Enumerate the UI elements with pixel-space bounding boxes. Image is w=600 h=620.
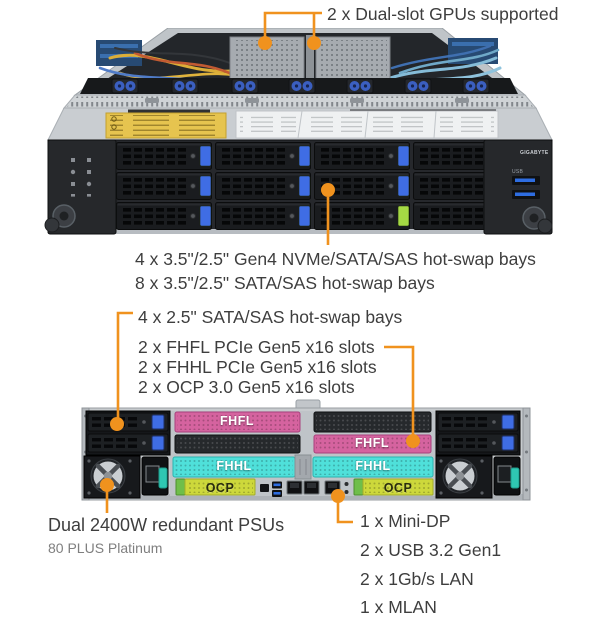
front-bays-note: 4 x 3.5"/2.5" Gen4 NVMe/SATA/SAS hot-swa… [135, 248, 536, 295]
gpu-support-note: 2 x Dual-slot GPUs supported [327, 4, 559, 24]
expansion-slots-note: 2 x FHFL PCIe Gen5 x16 slots 2 x FHHL PC… [138, 337, 377, 397]
psu-subtitle: 80 PLUS Platinum [48, 540, 163, 556]
fhfl-slot-left [174, 411, 301, 433]
lan-ports [286, 480, 320, 495]
left-rack-ear [44, 139, 117, 235]
right-rack-ear [483, 139, 553, 235]
fhfl-label-right: FHFL [355, 436, 389, 450]
caution-sticker [105, 112, 227, 139]
ocp-slot-left [175, 478, 256, 496]
front-led-indicators [70, 158, 92, 197]
chassis-vent-strip [62, 94, 538, 109]
mini-dp-line: 1 x Mini-DP [360, 511, 451, 531]
id-button [344, 482, 349, 486]
front-face [44, 139, 553, 235]
brand-logo: GIGABYTE [520, 150, 549, 156]
usb-port-label: USB [512, 169, 524, 175]
ocp-slot-right [353, 478, 434, 496]
callout-line-io [336, 502, 353, 524]
empty-slot-right-top [313, 411, 432, 433]
psu-right [436, 456, 521, 498]
center-divider [294, 454, 312, 480]
fan-row [80, 78, 518, 94]
front-bays-line2: 8 x 3.5"/2.5" SATA/SAS hot-swap bays [135, 272, 435, 293]
fhhl-slot-left [172, 456, 296, 478]
mlan-port [324, 480, 341, 495]
ocp-label-right: OCP [383, 481, 413, 495]
rear-io-ports [260, 480, 349, 497]
ocp-slots-line: 2 x OCP 3.0 Gen5 x16 slots [138, 377, 355, 397]
front-usb-ports [512, 176, 540, 199]
fhfl-slot-right [313, 434, 432, 454]
sticker-header-bar [128, 109, 210, 114]
psu-left-clip [158, 467, 168, 489]
server-rear-illustration [81, 399, 531, 501]
gpu-slot-area [229, 35, 391, 82]
instruction-sticker [235, 110, 499, 139]
fhhl-slots-line: 2 x FHHL PCIe Gen5 x16 slots [138, 357, 377, 377]
server-front-and-top-illustration [44, 28, 553, 235]
fhhl-label-right: FHHL [355, 459, 391, 473]
chassis-top-lip [47, 107, 553, 141]
rear-drive-cage-right [435, 410, 521, 456]
usb-ports [272, 481, 282, 497]
front-bays-line1: 4 x 3.5"/2.5" Gen4 NVMe/SATA/SAS hot-swa… [135, 249, 536, 269]
usb-line: 2 x USB 3.2 Gen1 [360, 539, 502, 560]
ocp-label-left: OCP [205, 481, 235, 495]
psu-note: Dual 2400W redundant PSUs [48, 515, 285, 535]
reset-button [344, 490, 349, 494]
lan-line: 2 x 1Gb/s LAN [360, 568, 474, 589]
rear-drive-cage-left [85, 410, 171, 456]
top-internal-view [73, 28, 527, 96]
mlan-line: 1 x MLAN [360, 597, 437, 618]
rear-bays-note: 4 x 2.5" SATA/SAS hot-swap bays [138, 307, 403, 327]
fhfl-label-left: FHFL [220, 414, 254, 428]
fhhl-slot-right [312, 456, 434, 478]
psu-left [84, 456, 169, 498]
rear-io-note: 1 x Mini-DP 2 x USB 3.2 Gen1 2 x 1Gb/s L… [360, 507, 501, 620]
empty-slot-left [174, 434, 301, 454]
mini-dp-port [260, 484, 269, 492]
fhhl-label-left: FHHL [216, 459, 252, 473]
fhfl-slots-line: 2 x FHFL PCIe Gen5 x16 slots [138, 337, 375, 357]
psu-right-clip [510, 467, 520, 489]
